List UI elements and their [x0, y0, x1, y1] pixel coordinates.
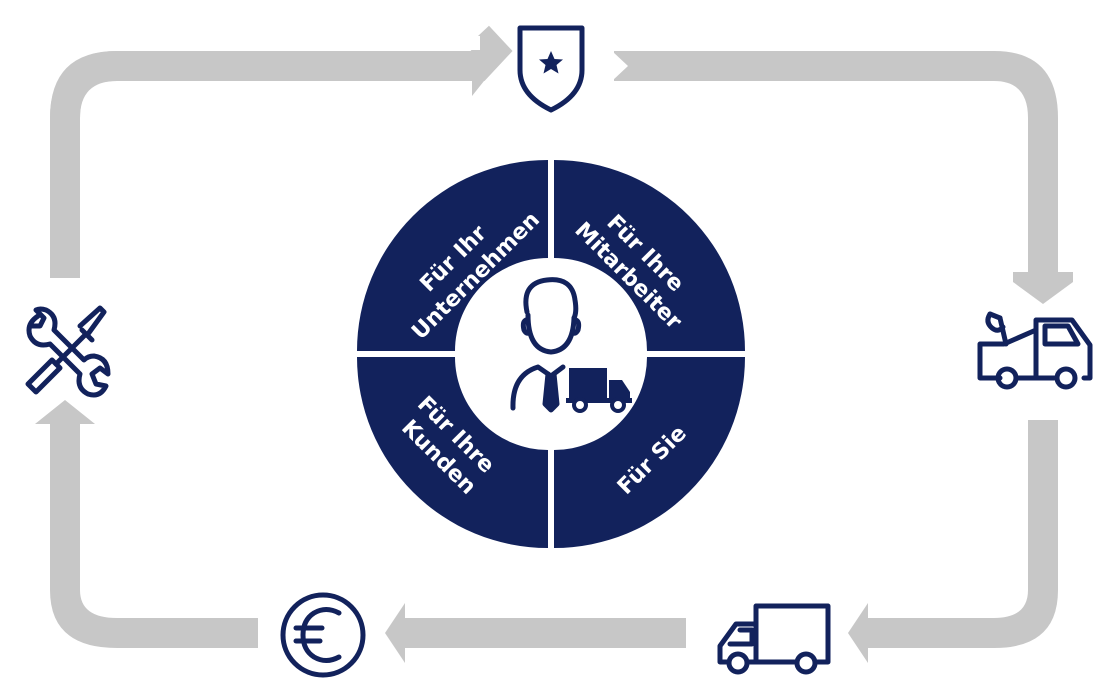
driver-with-truck-icon	[510, 277, 632, 413]
shield-star-icon	[517, 25, 585, 113]
euro-coin-icon	[280, 592, 366, 678]
track-arrow-top-right	[1013, 272, 1073, 304]
segment-bottom-right	[554, 357, 745, 548]
tow-truck-icon	[977, 311, 1093, 390]
tools-icon	[25, 305, 111, 398]
track-arrow-left	[35, 400, 95, 424]
track-arrow-bottom-right	[848, 603, 880, 663]
segment-top-left	[357, 160, 548, 351]
segment-top-right	[554, 160, 745, 351]
cycle-track	[35, 25, 1073, 663]
track-arrow-top-left	[472, 36, 496, 96]
segment-bottom-left	[357, 357, 548, 548]
track-arrow-bottom-middle	[385, 603, 405, 663]
center-donut: Für Ihr Unternehmen Für Ihre Mitarbeiter…	[357, 160, 745, 548]
delivery-truck-icon	[717, 603, 831, 675]
